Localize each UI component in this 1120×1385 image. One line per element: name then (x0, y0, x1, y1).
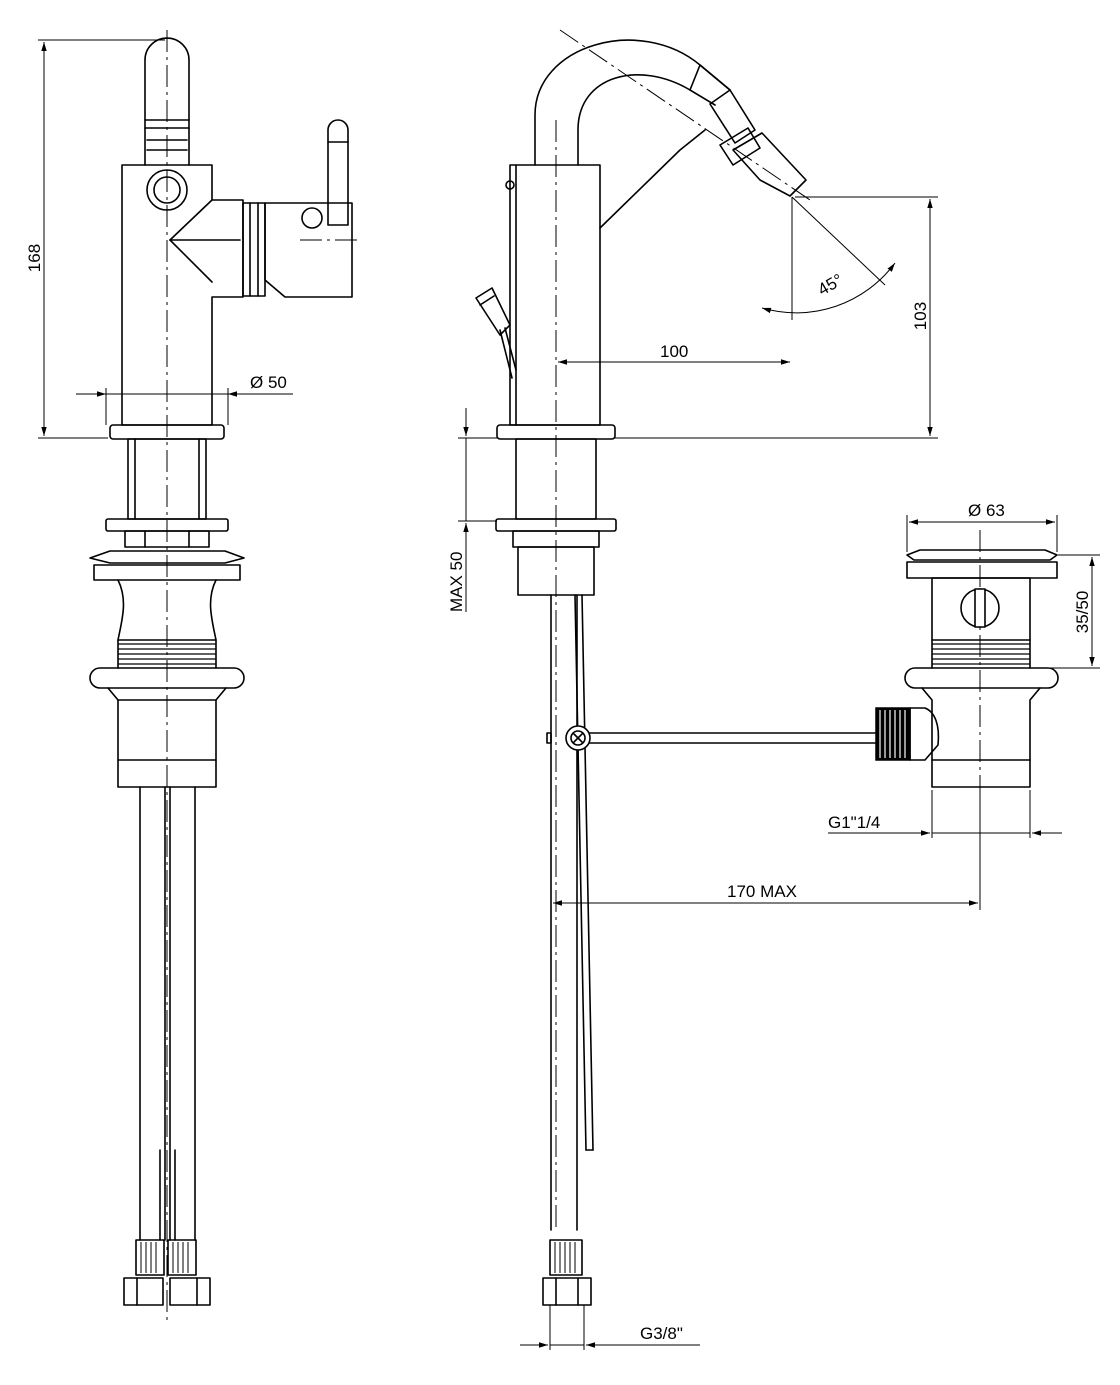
dimension-spout-reach: 100 (558, 342, 790, 365)
waste-nut (904, 667, 1059, 689)
front-hoses (139, 786, 196, 1241)
waste-detail: Ø 63 35/50 G1"1/4 (828, 501, 1100, 840)
waste-upper-body (931, 577, 1031, 641)
waste-flange (906, 561, 1058, 579)
side-supply-fitting (542, 1239, 592, 1306)
body-diameter-label: Ø 50 (250, 373, 287, 392)
front-plate (93, 564, 241, 581)
waste-thread (932, 643, 1030, 665)
dimension-rod-reach: 170 MAX (553, 790, 981, 910)
deck-thickness-label: MAX 50 (447, 552, 466, 612)
side-rods (546, 594, 594, 1231)
side-spout (534, 29, 811, 229)
side-threaded-stem (517, 546, 595, 596)
spray-angle-label: 45° (815, 270, 847, 299)
front-hose-fittings (123, 1239, 211, 1306)
dimension-supply-thread: G3/8" (520, 1305, 700, 1350)
waste-height-label: 35/50 (1073, 591, 1092, 634)
waste-side-connector (909, 707, 940, 761)
spout-reach-label: 100 (660, 342, 688, 361)
dimension-spout-height: 103 (615, 196, 938, 439)
supply-thread-label: G3/8" (640, 1324, 683, 1343)
waste-lower-body (921, 687, 1041, 788)
side-clevis-rod (565, 725, 879, 751)
dimension-waste-height: 35/50 (1050, 554, 1100, 669)
waste-cap (906, 549, 1058, 561)
side-view: 45° 100 103 MAX 50 170 MAX (447, 29, 981, 1350)
dimension-overall-height: 168 (25, 39, 165, 439)
front-view: 168 Ø 50 (25, 30, 360, 1320)
spout-height-label: 103 (911, 302, 930, 330)
front-spout (144, 37, 190, 211)
front-body (121, 119, 360, 426)
dimension-spray-angle: 45° (761, 196, 896, 320)
rod-reach-label: 170 MAX (727, 882, 797, 901)
front-nut (124, 530, 210, 548)
front-waste-body (89, 579, 245, 788)
waste-diameter-label: Ø 63 (968, 501, 1005, 520)
waste-thread-label: G1"1/4 (828, 813, 880, 832)
dimension-waste-diameter: Ø 63 (906, 501, 1058, 552)
dimension-body-diameter: Ø 50 (76, 373, 293, 425)
dimension-deck-thickness: MAX 50 (447, 408, 497, 612)
front-lock-washer (89, 550, 245, 564)
side-body (475, 164, 601, 426)
dimension-waste-thread: G1"1/4 (828, 790, 1062, 838)
overall-height-label: 168 (25, 244, 44, 272)
waste-knurled-nut (875, 707, 911, 761)
